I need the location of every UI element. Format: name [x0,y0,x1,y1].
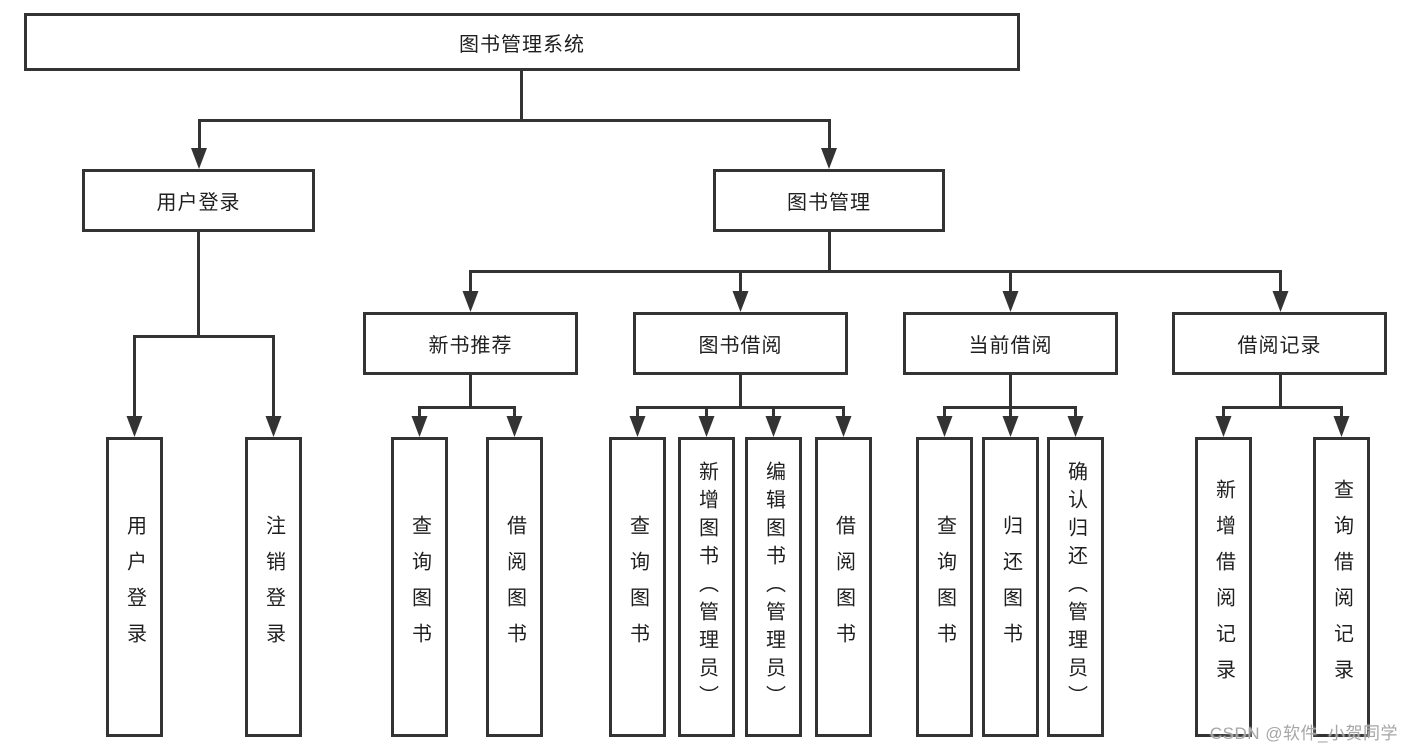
leaf-label: 注销登录 [262,515,285,659]
leaf-label: 编辑图书（管理员） [762,461,785,713]
arrowhead-down-icons [126,148,1350,437]
leaf-query-books-3: 查询图书 [916,437,973,737]
node-label: 当前借阅 [968,335,1053,357]
leaf-query-books-1: 查询图书 [391,437,448,737]
node-book-borrow: 图书借阅 [633,312,848,375]
node-book-mgmt: 图书管理 [713,169,945,232]
node-root-label: 图书管理系统 [459,33,585,56]
leaf-query-books-2: 查询图书 [609,437,666,737]
csdn-watermark: CSDN @软件_小贺同学 [1209,724,1398,743]
node-user-login-label: 用户登录 [156,192,241,214]
node-label: 图书借阅 [698,335,783,357]
node-label: 借阅记录 [1237,335,1322,357]
leaf-label: 归还图书 [999,515,1022,659]
leaf-add-borrow-record: 新增借阅记录 [1195,437,1252,737]
leaf-add-book-admin: 新增图书（管理员） [678,437,735,737]
node-current-borrow: 当前借阅 [903,312,1118,375]
leaf-label: 新增借阅记录 [1212,479,1235,695]
node-book-mgmt-label: 图书管理 [787,192,871,214]
leaf-label: 确认归还（管理员） [1064,461,1087,713]
leaf-edit-book-admin: 编辑图书（管理员） [745,437,802,737]
node-root: 图书管理系统 [24,13,1020,71]
leaf-label: 借阅图书 [503,515,526,659]
leaf-label: 查询图书 [408,515,431,659]
leaf-label: 查询图书 [933,515,956,659]
leaf-label: 用户登录 [123,515,146,659]
leaf-label: 新增图书（管理员） [695,461,718,713]
node-user-login: 用户登录 [82,169,315,232]
leaf-logout: 注销登录 [245,437,302,737]
leaf-borrow-books-2: 借阅图书 [815,437,872,737]
leaf-query-borrow-record: 查询借阅记录 [1313,437,1370,737]
connector-lines [133,71,1343,420]
leaf-user-login: 用户登录 [106,437,163,737]
leaf-confirm-return-admin: 确认归还（管理员） [1047,437,1104,737]
node-borrow-records: 借阅记录 [1172,312,1387,375]
leaf-label: 借阅图书 [832,515,855,659]
leaf-label: 查询图书 [626,515,649,659]
node-label: 新书推荐 [428,335,513,357]
leaf-return-book: 归还图书 [982,437,1039,737]
leaf-borrow-books-1: 借阅图书 [486,437,543,737]
leaf-label: 查询借阅记录 [1330,479,1353,695]
node-new-book-recommend: 新书推荐 [363,312,578,375]
